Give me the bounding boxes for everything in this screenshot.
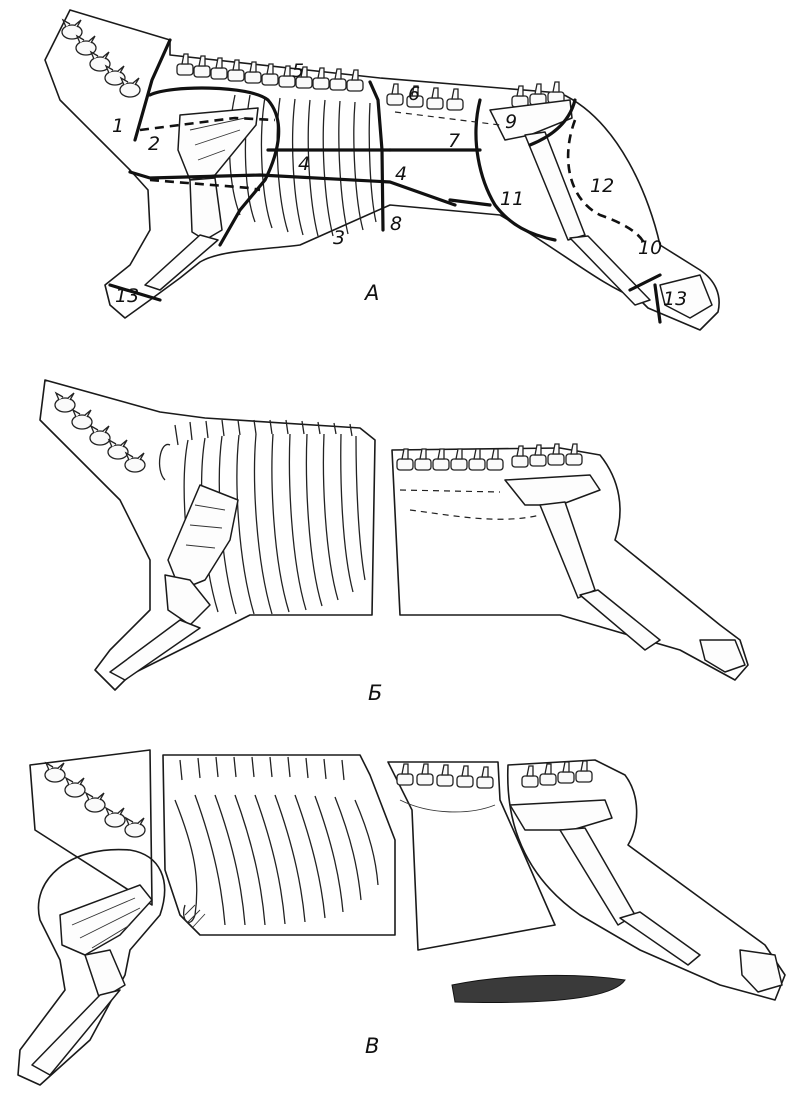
cut-number-9: 9 (505, 111, 517, 133)
panel-a: 1 2 3 4 4 5 6 7 8 9 10 11 12 13 13 А (45, 10, 719, 330)
cut-number-7: 7 (448, 130, 460, 152)
cut-number-8: 8 (390, 213, 402, 235)
cut-number-10: 10 (638, 237, 662, 259)
cut-number-1: 1 (112, 115, 124, 137)
cut-number-4-flank: 4 (395, 163, 407, 185)
cut-number-3: 3 (333, 227, 345, 249)
panel-a-label: А (363, 281, 379, 305)
cut-number-2: 2 (148, 133, 160, 155)
cut-number-13-hind: 13 (663, 288, 687, 310)
panel-c-label: В (365, 1034, 379, 1058)
cut-number-4-chest: 4 (298, 153, 310, 175)
panel-b-label: Б (368, 681, 382, 705)
panel-b: Б (40, 380, 748, 705)
panel-c: В (18, 750, 785, 1085)
cut-number-13-front: 13 (115, 285, 139, 307)
cut-number-12: 12 (590, 175, 614, 197)
cut-number-5: 5 (292, 60, 304, 82)
cut-number-6: 6 (408, 83, 420, 105)
cut-number-11: 11 (500, 188, 524, 210)
